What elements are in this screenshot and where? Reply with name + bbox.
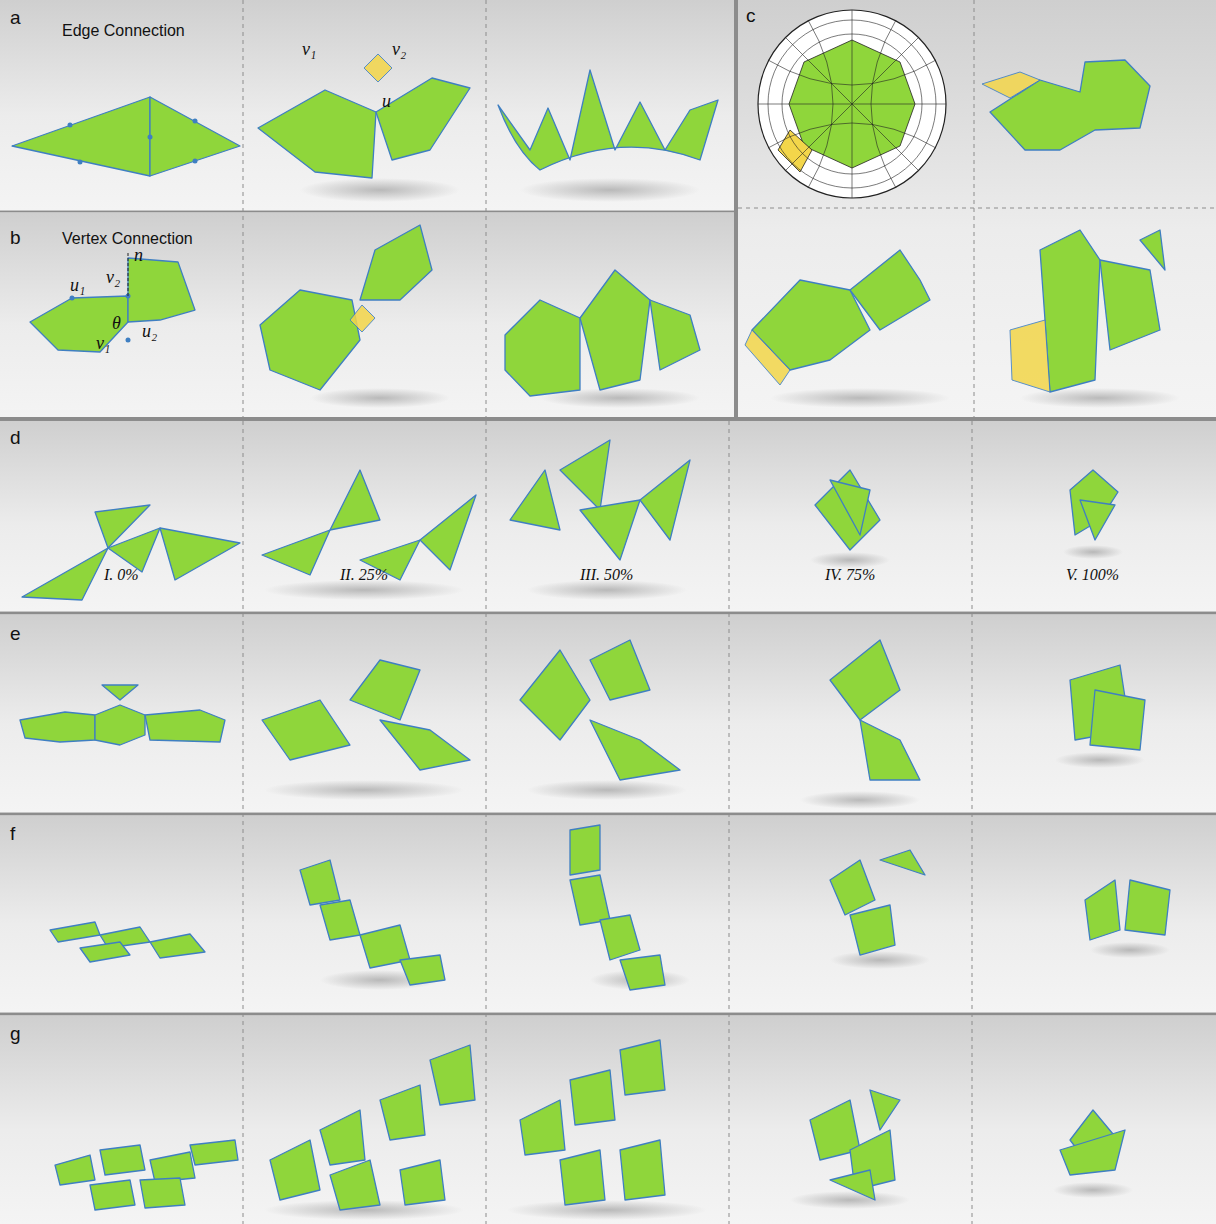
panel-letter: e <box>10 624 21 645</box>
green-surfaces <box>12 60 1170 1210</box>
panel-letter: d <box>10 428 21 449</box>
edge-label: u₁ <box>70 276 85 296</box>
angle-label: θ <box>112 314 121 334</box>
edge-label: u <box>382 92 391 112</box>
vertex-label: v₁ <box>302 40 316 60</box>
panel-letter: f <box>10 824 15 845</box>
vertex-label: v₂ <box>392 40 406 60</box>
hyperbolic-disk <box>758 10 946 198</box>
vertex-label: v₁ <box>96 334 110 354</box>
stage-label: IV. 75% <box>825 566 875 584</box>
panel-letter: b <box>10 228 21 249</box>
normal-label: n <box>134 246 143 266</box>
stage-label: I. 0% <box>104 566 139 584</box>
stage-label: V. 100% <box>1066 566 1119 584</box>
stage-label: II. 25% <box>340 566 388 584</box>
panel-letter: a <box>10 8 21 29</box>
shadows <box>264 178 1180 1220</box>
panel-heading: Vertex Connection <box>62 230 193 248</box>
panel-heading: Edge Connection <box>62 22 185 40</box>
edge-label: u₂ <box>142 322 157 342</box>
vertex-label: v₂ <box>106 268 120 288</box>
panel-letter: g <box>10 1024 21 1045</box>
stage-label: III. 50% <box>580 566 633 584</box>
panel-letter: c <box>746 6 756 27</box>
